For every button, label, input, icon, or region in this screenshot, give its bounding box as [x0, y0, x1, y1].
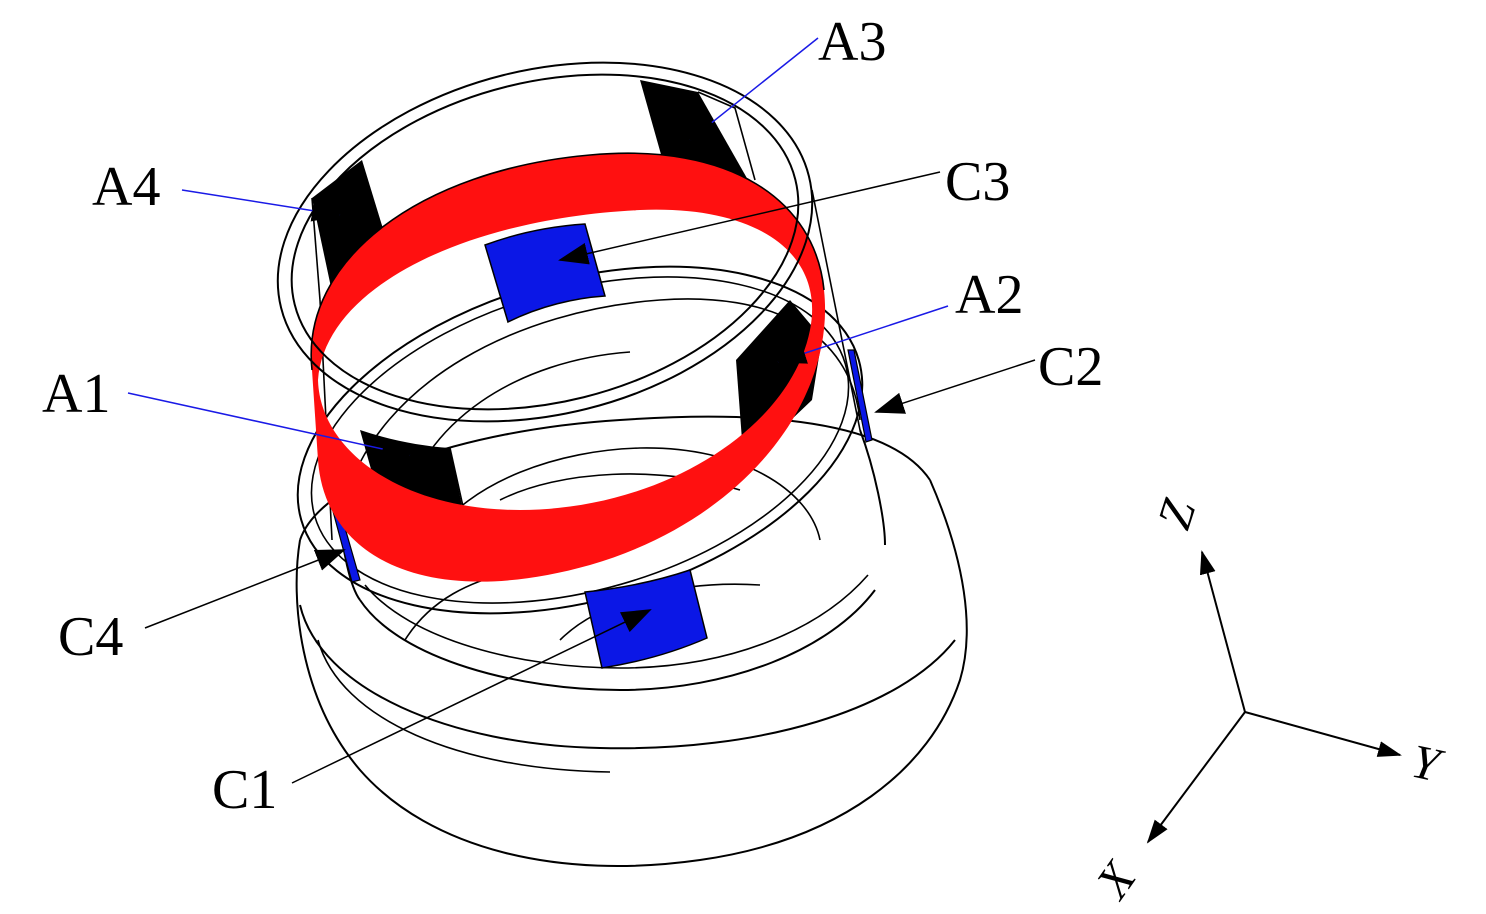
label-c4: C4	[58, 606, 123, 668]
label-c3: C3	[945, 151, 1010, 213]
label-c1: C1	[212, 759, 277, 821]
axis-y-arrow	[1244, 711, 1402, 757]
leader-a2	[776, 305, 949, 364]
coil-c3-shape	[484, 223, 606, 324]
magnet-a4-shape	[312, 160, 384, 292]
coil-c1	[584, 569, 708, 669]
coil-c1-shape	[584, 569, 708, 669]
leader-lines	[127, 37, 1036, 784]
top-thin-ring	[276, 61, 814, 423]
coil-c2-shape	[847, 349, 873, 443]
leader-c2	[874, 359, 1036, 414]
axis-y-label: Y	[1407, 735, 1448, 793]
label-a3: A3	[818, 11, 886, 73]
axis-z-arrow	[1199, 550, 1246, 713]
labels: A3 A4 C3 A2 C2 A1 C4 C1	[42, 11, 1103, 821]
axis-x-label: X	[1085, 852, 1147, 909]
red-ring	[310, 152, 826, 582]
leader-a3	[688, 37, 819, 142]
leader-c3	[558, 171, 941, 265]
base-housing	[295, 298, 968, 867]
axis-x-arrow	[1146, 711, 1246, 844]
leader-a1	[127, 392, 412, 460]
leader-c1	[291, 609, 652, 784]
label-c2: C2	[1038, 336, 1103, 398]
leader-a4	[181, 189, 342, 222]
axis-z-label: Z	[1148, 492, 1207, 535]
red-ring-shape	[311, 153, 826, 582]
coordinate-axes: Z Y X	[1085, 492, 1448, 909]
coil-c2	[847, 349, 873, 443]
coil-c3	[484, 223, 606, 324]
label-a1: A1	[42, 363, 110, 425]
label-a4: A4	[92, 156, 160, 218]
label-a2: A2	[955, 264, 1023, 326]
leader-c4	[144, 549, 346, 629]
